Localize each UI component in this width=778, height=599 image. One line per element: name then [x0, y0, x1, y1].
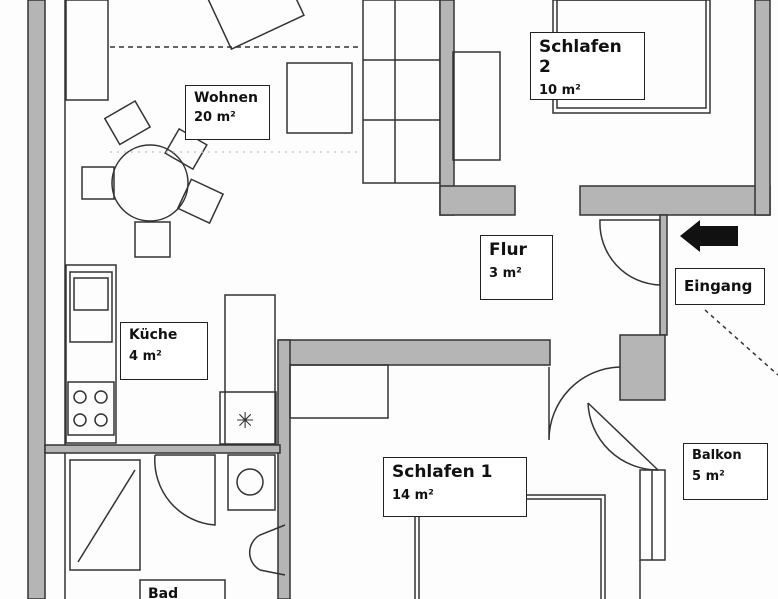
- room-name: Eingang: [684, 277, 753, 295]
- wardrobe: [289, 364, 389, 419]
- nightstand: [452, 51, 501, 161]
- room-area: 3 m²: [489, 266, 522, 281]
- room-name: Flur: [489, 240, 527, 260]
- dining-table: [111, 144, 189, 222]
- outer-wall-left: [27, 0, 46, 599]
- stove: [67, 381, 115, 436]
- coffee-table: [286, 62, 353, 134]
- room-label-flur: Flur 3 m²: [480, 235, 553, 300]
- couch: [362, 0, 441, 184]
- counter-top-left: [65, 0, 109, 101]
- room-label-schlafen2: Schlafen 2 10 m²: [530, 32, 645, 100]
- room-label-kueche: Küche 4 m²: [120, 322, 208, 380]
- room-name: Balkon: [692, 448, 742, 463]
- room-area: 10 m²: [539, 83, 581, 98]
- room-area: 14 m²: [392, 488, 434, 503]
- toilet: [227, 454, 276, 511]
- arrow-entry: [680, 220, 738, 252]
- kitchen-sink: [69, 271, 113, 343]
- room-label-bad: Bad: [140, 582, 225, 599]
- room-name: Küche: [129, 327, 178, 343]
- washbasin: [248, 524, 286, 576]
- door-swing-balkon: [587, 402, 659, 471]
- room-name: Schlafen 2: [539, 37, 622, 77]
- room-area: 20 m²: [194, 110, 236, 125]
- room-label-eingang: Eingang: [675, 268, 765, 305]
- room-label-balkon: Balkon 5 m²: [683, 443, 768, 500]
- room-name: Wohnen: [194, 90, 258, 106]
- room-label-schlafen1: Schlafen 1 14 m²: [383, 457, 527, 517]
- wall-central-vertical: [277, 339, 291, 599]
- svg-text:✳: ✳: [236, 409, 254, 434]
- room-name: Bad: [148, 586, 179, 599]
- kitchen-counter: [65, 264, 117, 444]
- shower: [69, 459, 141, 571]
- room-area: 4 m²: [129, 349, 162, 364]
- door-swing-entry: [599, 219, 661, 286]
- room-name: Schlafen 1: [392, 462, 493, 482]
- wall-schlafen2-bottom: [439, 185, 516, 216]
- armchair: [205, 0, 305, 51]
- wall-schlafen2-left: [439, 0, 455, 216]
- door-swing-schlafen1: [548, 366, 621, 441]
- door-swing-bad: [154, 454, 216, 526]
- room-label-wohnen: Wohnen 20 m²: [185, 85, 270, 140]
- room-area: 5 m²: [692, 469, 725, 484]
- wall-central-horizontal: [279, 339, 551, 366]
